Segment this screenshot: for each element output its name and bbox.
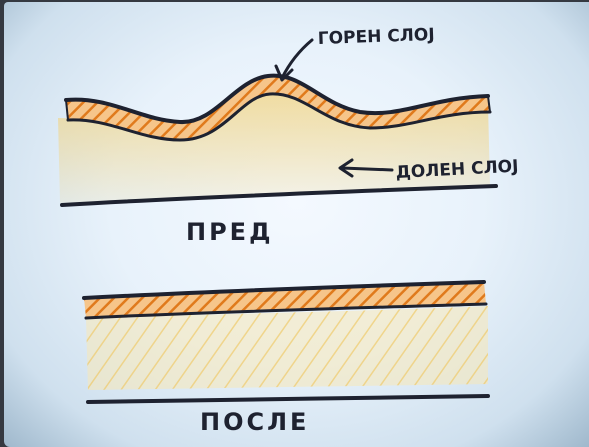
label-after: ПОСЛЕ: [200, 408, 309, 436]
before-bottom-layer-fill: [58, 82, 490, 203]
bottom-layer-arrow: [342, 168, 392, 170]
after-bottom-layer-fill: [86, 306, 488, 390]
top-layer-arrow: [282, 40, 312, 78]
label-top-layer: ГОРЕН СЛОЈ: [317, 25, 435, 49]
label-before: ПРЕД: [186, 218, 273, 246]
after-base-line: [88, 396, 488, 402]
